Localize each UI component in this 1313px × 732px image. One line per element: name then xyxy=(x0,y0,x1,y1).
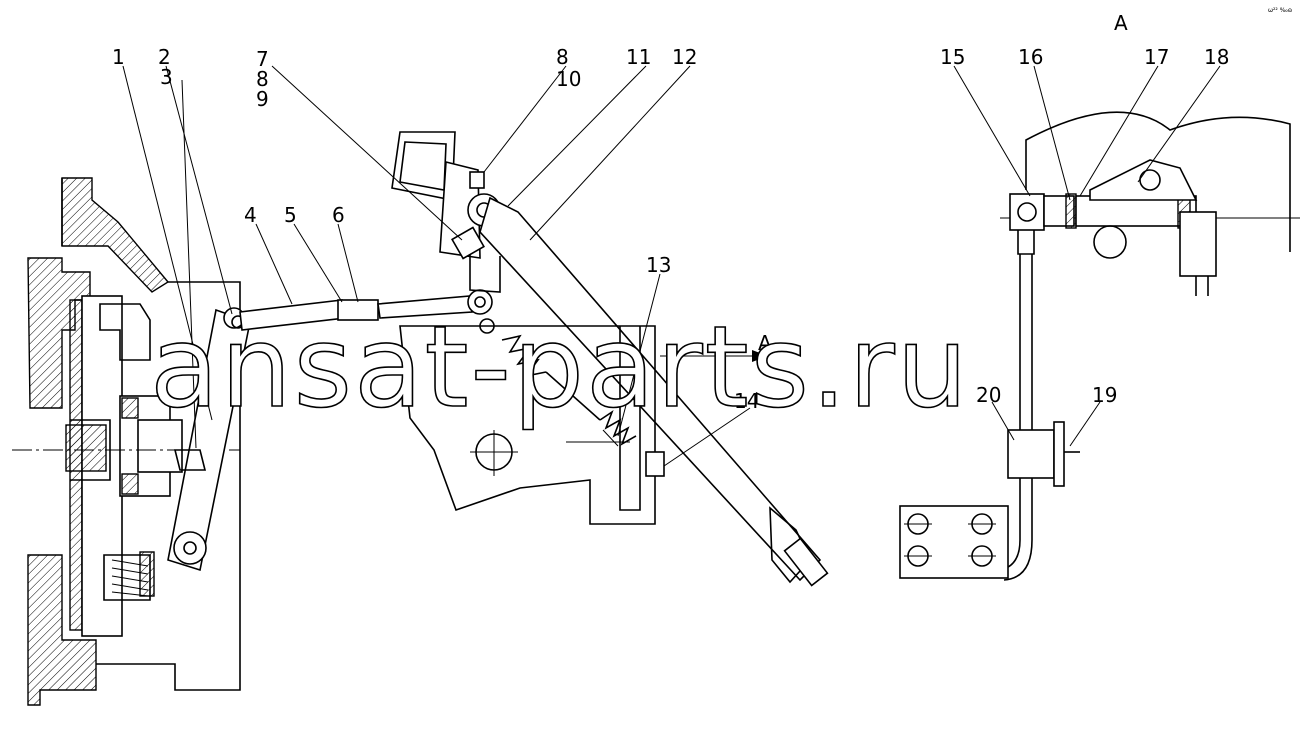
callout-5: 5 xyxy=(284,203,297,227)
callout-13: 13 xyxy=(646,253,671,277)
callout-20: 20 xyxy=(976,383,1001,407)
corner-mark: ω²² ‰ɷ xyxy=(1268,7,1292,14)
callout-labels: 1 2 3 4 5 6 7 8 9 8 10 11 12 13 14 15 16… xyxy=(112,7,1292,413)
callout-9: 9 xyxy=(256,87,269,111)
callout-1: 1 xyxy=(112,45,125,69)
pull-rod-assembly xyxy=(239,289,495,334)
callout-8-left: 8 xyxy=(256,67,269,91)
callout-19: 19 xyxy=(1092,383,1117,407)
watermark: ansat-parts.ru xyxy=(150,303,970,433)
section-arrow xyxy=(660,350,768,362)
callout-11: 11 xyxy=(626,45,651,69)
callout-6: 6 xyxy=(332,203,345,227)
section-a-label: A xyxy=(758,331,772,355)
callout-16: 16 xyxy=(1018,45,1043,69)
clutch-housing xyxy=(12,177,251,706)
cab-floor-section xyxy=(399,325,665,525)
callout-15: 15 xyxy=(940,45,965,69)
view-a-label: A xyxy=(1114,11,1128,35)
leader-lines xyxy=(122,65,1221,467)
view-a-pedal xyxy=(899,254,1080,581)
return-spring xyxy=(501,334,637,446)
callout-18: 18 xyxy=(1204,45,1229,69)
callout-12: 12 xyxy=(672,45,697,69)
callout-4: 4 xyxy=(244,203,257,227)
callout-2: 2 xyxy=(158,45,171,69)
callout-14: 14 xyxy=(734,389,759,413)
clutch-pedal-lever xyxy=(479,196,829,587)
callout-7: 7 xyxy=(256,47,269,71)
view-a-detail xyxy=(1000,111,1300,296)
callout-10: 10 xyxy=(556,67,581,91)
pedal-bracket xyxy=(391,131,501,293)
callout-17: 17 xyxy=(1144,45,1169,69)
callout-3: 3 xyxy=(160,65,173,89)
callout-8-right: 8 xyxy=(556,45,569,69)
